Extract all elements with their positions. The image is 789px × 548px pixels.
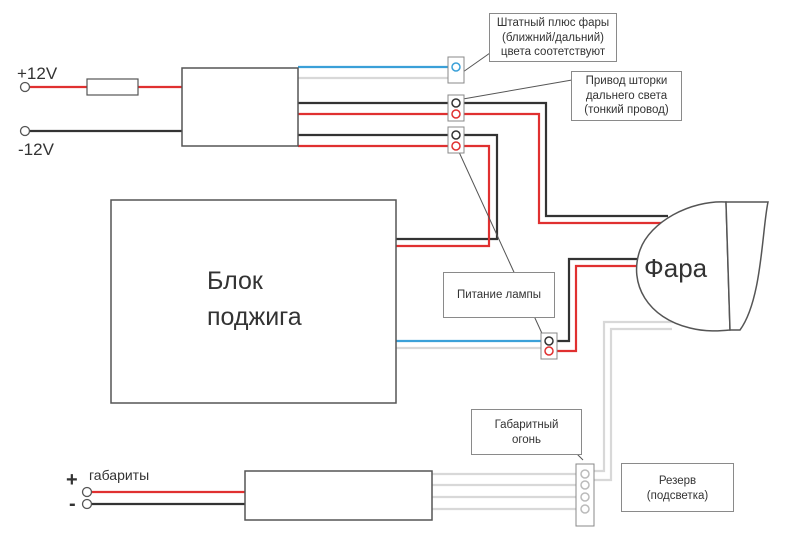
wire-parking-grey-2 <box>584 327 672 482</box>
label-plus-sign: + <box>66 469 78 491</box>
leader-shutter <box>462 79 573 100</box>
connector-lamp-power-pin-red <box>544 346 554 356</box>
callout-shutter-drive-line1: Привод шторки <box>585 75 668 87</box>
ignition-block-title-line2: поджига <box>207 303 302 331</box>
terminal-gabarity-plus <box>81 486 93 498</box>
label-gabarity: габариты <box>89 467 150 483</box>
connector-parking-pin-2 <box>580 480 590 490</box>
terminal-plus12 <box>19 81 31 93</box>
connector-shutter-pin-black <box>451 98 461 108</box>
callout-standard-plus-line2: (ближний/дальний) <box>502 31 604 44</box>
callout-reserve-line2: (подсветка) <box>646 489 709 502</box>
callout-parking-light-line2: огонь <box>511 433 542 446</box>
ignition-block-box <box>110 199 397 404</box>
callout-lamp-power: Питание лампы <box>443 272 555 318</box>
connector-ignition-feed-pin-black <box>451 130 461 140</box>
wire-shutter-red <box>463 112 666 225</box>
connector-parking-pin-4 <box>580 504 590 514</box>
parking-relay-block <box>244 470 433 521</box>
leader-standard-plus <box>462 52 491 73</box>
callout-standard-plus: Штатный плюс фары (ближний/дальний) цвет… <box>489 13 617 62</box>
callout-parking-light: Габаритный огонь <box>471 409 582 455</box>
terminal-minus12 <box>19 125 31 137</box>
callout-shutter-drive-line2: дальнего света <box>585 89 668 102</box>
callout-parking-light-line1: Габаритный <box>494 419 559 431</box>
connector-shutter-pin-red <box>451 109 461 119</box>
terminal-gabarity-minus <box>81 498 93 510</box>
fuse <box>86 78 139 96</box>
connector-parking-pin-1 <box>580 469 590 479</box>
connector-standard-plus-pin <box>451 62 461 72</box>
wire-parking-grey-1 <box>584 320 680 473</box>
callout-lamp-power-line1: Питание лампы <box>456 289 542 301</box>
label-minus12: -12V <box>18 140 54 159</box>
ignition-block-title-line1: Блок <box>207 267 263 295</box>
connector-ignition-feed-pin-red <box>451 141 461 151</box>
wire-shutter-black <box>463 101 668 218</box>
headlamp-body <box>635 201 731 332</box>
connector-parking-pin-3 <box>580 492 590 502</box>
label-plus12: +12V <box>17 64 58 83</box>
callout-standard-plus-line3: цвета соотетствуют <box>500 46 606 58</box>
callout-reserve: Резерв (подсветка) <box>621 463 734 512</box>
wire-ignition-red <box>396 144 491 248</box>
callout-reserve-line1: Резерв <box>658 475 697 487</box>
callout-shutter-drive-line3: (тонкий провод) <box>584 104 669 116</box>
callout-standard-plus-line1: Штатный плюс фары <box>496 17 610 29</box>
label-minus-sign: - <box>69 493 76 515</box>
wire-lamp-black <box>554 257 640 343</box>
connector-lamp-power-pin-black <box>544 336 554 346</box>
headlamp-label: Фара <box>644 253 708 283</box>
wire-lamp-red <box>554 264 636 353</box>
headlamp-lens <box>725 201 769 331</box>
wire-ignition-black <box>396 133 499 241</box>
callout-shutter-drive: Привод шторки дальнего света (тонкий про… <box>571 71 682 121</box>
relay-block <box>181 67 299 147</box>
